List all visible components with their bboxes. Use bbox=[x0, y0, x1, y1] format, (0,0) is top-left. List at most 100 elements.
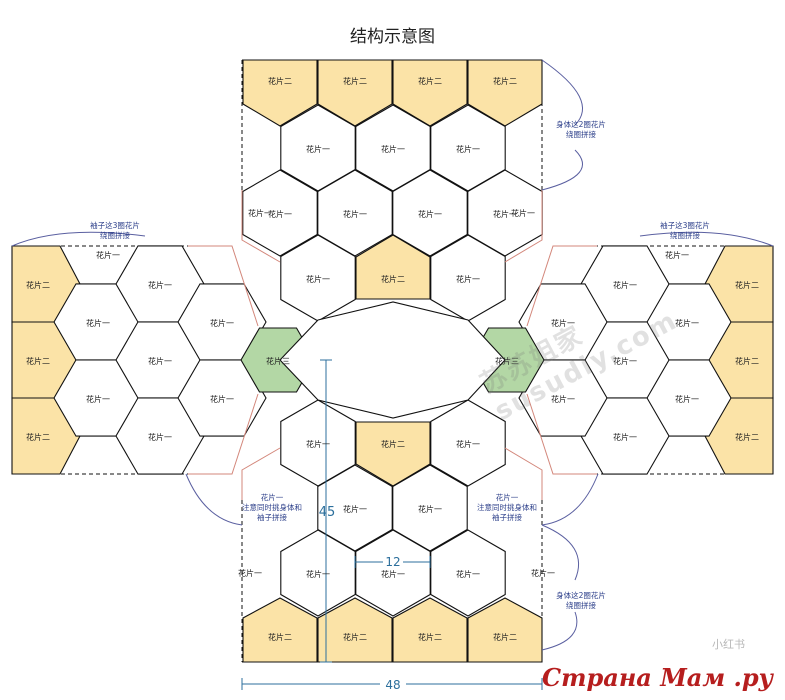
note-arc-join-right bbox=[541, 473, 599, 526]
sleeve-motif2-pentagon bbox=[704, 397, 774, 475]
note-join-left: 花片一 bbox=[261, 492, 284, 502]
motif1-label: 花片一 bbox=[613, 356, 637, 366]
motif-dimension-label: 12 bbox=[385, 555, 400, 569]
sleeve-join-edge bbox=[188, 393, 259, 475]
motif1-label: 花片一 bbox=[306, 144, 330, 154]
motif1-label: 花片一 bbox=[456, 569, 480, 579]
motif2-label: 花片二 bbox=[26, 280, 50, 290]
motif1-label: 花片一 bbox=[613, 280, 637, 290]
motif2-label: 花片二 bbox=[735, 356, 759, 366]
note-sleeve-left: 绕圈拼接 bbox=[100, 230, 130, 240]
sleeve-motif2-pentagon bbox=[11, 397, 81, 475]
diagram-title: 结构示意图 bbox=[350, 27, 435, 47]
motif1-label: 花片一 bbox=[493, 209, 517, 219]
note-join-right: 注意同时挑身体和 bbox=[477, 502, 537, 512]
motif1-label: 花片一 bbox=[268, 209, 292, 219]
motif1-label: 花片一 bbox=[86, 394, 110, 404]
motif1-label: 花片一 bbox=[456, 144, 480, 154]
body-motif1-hex bbox=[392, 169, 468, 257]
motif2-label: 花片二 bbox=[735, 432, 759, 442]
motif1-label: 花片一 bbox=[306, 274, 330, 284]
motif2-label: 花片二 bbox=[735, 280, 759, 290]
sleeve-join-edge bbox=[526, 245, 597, 327]
motif1-label: 花片一 bbox=[148, 356, 172, 366]
motif1-label: 花片一 bbox=[456, 274, 480, 284]
motif2-label: 花片二 bbox=[268, 76, 292, 86]
motif1-label: 花片一 bbox=[343, 504, 367, 514]
note-sleeve-left: 袖子这3圈花片 bbox=[90, 220, 140, 230]
motif1-label: 花片一 bbox=[381, 569, 405, 579]
note-body-top: 绕圈拼接 bbox=[566, 129, 596, 139]
height-dimension-label: 45 bbox=[319, 505, 336, 520]
note-body-bottom: 绕圈拼接 bbox=[566, 600, 596, 610]
note-arc-body-bottom bbox=[541, 524, 579, 581]
motif1-label: 花片一 bbox=[613, 432, 637, 442]
body-side-label-left: 花片一 bbox=[238, 568, 262, 578]
body-motif1-hex bbox=[430, 399, 506, 487]
motif2-label: 花片二 bbox=[343, 632, 367, 642]
motif1-label: 花片一 bbox=[306, 439, 330, 449]
body-side-label-top-right: 花片一 bbox=[511, 208, 535, 218]
note-join-right: 花片一 bbox=[496, 492, 519, 502]
motif1-label: 花片一 bbox=[210, 394, 234, 404]
motif1-label: 花片一 bbox=[418, 504, 442, 514]
body-motif1-hex bbox=[430, 529, 506, 617]
motif2-label: 花片二 bbox=[343, 76, 367, 86]
motif1-label: 花片一 bbox=[456, 439, 480, 449]
motif1-label: 花片一 bbox=[86, 318, 110, 328]
join-edge bbox=[504, 190, 543, 263]
watermark-small: 小红书 bbox=[712, 638, 745, 651]
note-join-right: 袖子拼接 bbox=[492, 512, 522, 522]
motif1-label: 花片一 bbox=[306, 569, 330, 579]
note-sleeve-right: 绕圈拼接 bbox=[670, 230, 700, 240]
motif2-label: 花片二 bbox=[418, 632, 442, 642]
motif2-label: 花片二 bbox=[26, 356, 50, 366]
note-arc-body-top-2 bbox=[541, 149, 583, 191]
note-arc-sleeve-left bbox=[11, 231, 146, 247]
motif2-label: 花片二 bbox=[26, 432, 50, 442]
motif1-label: 花片一 bbox=[675, 318, 699, 328]
sleeve-top-label: 花片一 bbox=[96, 250, 120, 260]
motif1-label: 花片一 bbox=[675, 394, 699, 404]
body-motif2-pentagon bbox=[355, 234, 431, 300]
note-join-left: 袖子拼接 bbox=[257, 512, 287, 522]
body-motif2-pentagon bbox=[317, 59, 393, 127]
motif1-label: 花片一 bbox=[418, 209, 442, 219]
note-join-left: 注意同时挑身体和 bbox=[242, 502, 302, 512]
motif3-label: 花片三 bbox=[266, 356, 290, 366]
note-arc-body-bottom-2 bbox=[541, 611, 578, 651]
motif2-label: 花片二 bbox=[493, 76, 517, 86]
motif1-label: 花片一 bbox=[148, 280, 172, 290]
note-body-bottom: 身体这2圈花片 bbox=[556, 590, 606, 600]
motif2-label: 花片二 bbox=[381, 274, 405, 284]
note-arc-body-top bbox=[541, 59, 584, 126]
sleeve-top-label: 花片一 bbox=[665, 250, 689, 260]
width-dimension-bg bbox=[380, 676, 406, 692]
motif1-label: 花片一 bbox=[381, 144, 405, 154]
sleeve-join-edge bbox=[188, 245, 259, 327]
note-sleeve-right: 袖子这3圈花片 bbox=[660, 220, 710, 230]
motif-dimension-bg bbox=[383, 553, 403, 567]
body-motif2-pentagon bbox=[242, 59, 318, 127]
body-motif2-pentagon bbox=[355, 421, 431, 487]
body-motif1-hex bbox=[355, 529, 431, 617]
motif3-label: 花片三 bbox=[495, 356, 519, 366]
motif1-label: 花片一 bbox=[551, 394, 575, 404]
join-edge bbox=[241, 447, 281, 500]
neck-opening bbox=[279, 301, 506, 419]
body-motif2-pentagon bbox=[242, 597, 318, 663]
motif2-label: 花片二 bbox=[268, 632, 292, 642]
motif1-label: 花片一 bbox=[210, 318, 234, 328]
width-dimension-label: 48 bbox=[385, 678, 400, 692]
motif2-label: 花片二 bbox=[381, 439, 405, 449]
body-motif1-hex bbox=[280, 529, 356, 617]
join-edge bbox=[241, 190, 281, 263]
note-body-top: 身体这2圈花片 bbox=[556, 119, 606, 129]
body-motif1-hex bbox=[242, 169, 318, 257]
body-motif2-pentagon bbox=[317, 597, 393, 663]
motif1-label: 花片一 bbox=[148, 432, 172, 442]
motif1-label: 花片一 bbox=[551, 318, 575, 328]
motif2-label: 花片二 bbox=[418, 76, 442, 86]
body-side-label-right: 花片一 bbox=[531, 568, 555, 578]
